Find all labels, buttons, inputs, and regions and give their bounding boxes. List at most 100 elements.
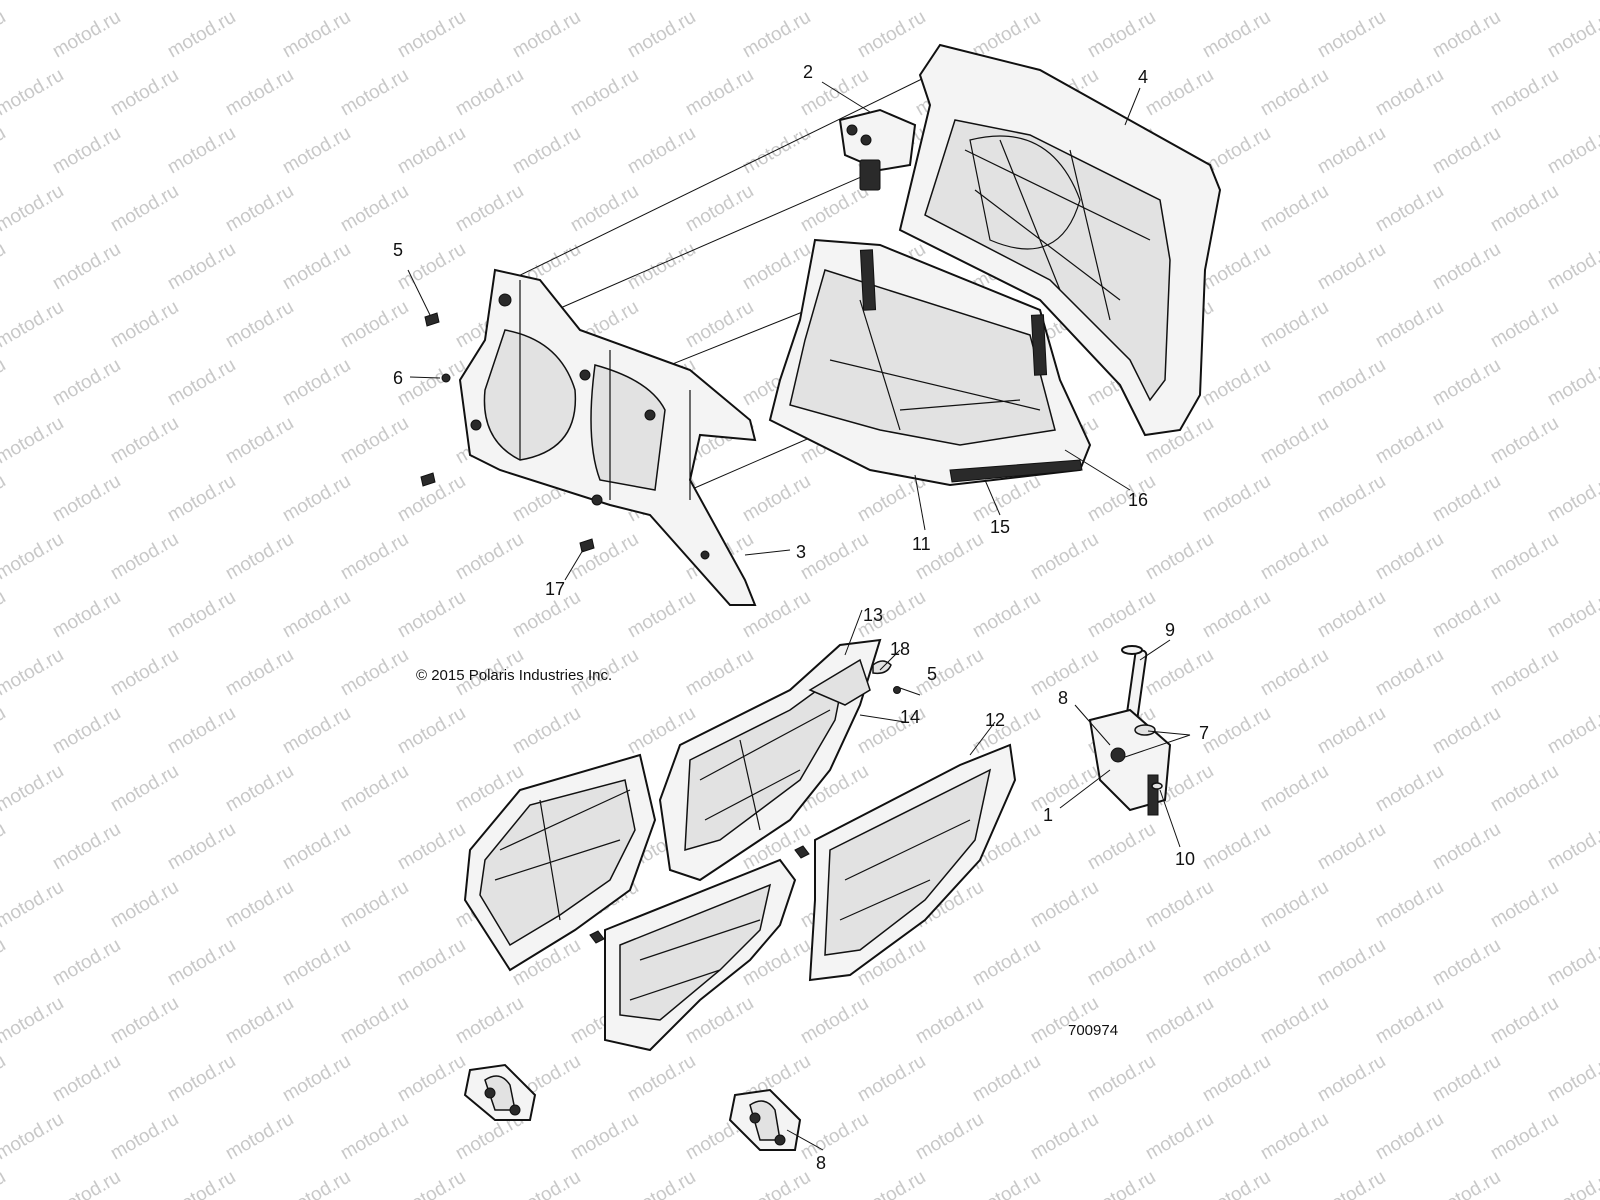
door-panel-icon xyxy=(589,743,1017,1052)
watermark-text: motod.ru xyxy=(0,645,67,701)
watermark-text: motod.ru xyxy=(1314,819,1389,875)
callout-8: 8 xyxy=(816,1153,827,1173)
door-frame-lower-icon xyxy=(768,238,1092,487)
callout-6: 6 xyxy=(393,368,404,388)
hinge-pin-icon xyxy=(1088,645,1172,816)
watermark-text: motod.ru xyxy=(1257,65,1332,121)
watermark-text: motod.ru xyxy=(1257,413,1332,469)
watermark-text: motod.ru xyxy=(624,587,699,643)
watermark-text: motod.ru xyxy=(1372,0,1447,4)
watermark-text: motod.ru xyxy=(969,7,1044,63)
watermark-text: motod.ru xyxy=(1084,819,1159,875)
watermark-text: motod.ru xyxy=(1199,355,1274,411)
watermark-text: motod.ru xyxy=(624,1051,699,1107)
callout-11: 10 xyxy=(1175,849,1196,869)
callout-7: 7 xyxy=(1199,723,1210,743)
watermark-text: motod.ru xyxy=(49,355,124,411)
watermark-text: motod.ru xyxy=(222,993,297,1049)
watermark-text: motod.ru xyxy=(1314,935,1389,991)
watermark-text: motod.ru xyxy=(107,65,182,121)
watermark-text: motod.ru xyxy=(567,1109,642,1165)
watermark-text: motod.ru xyxy=(1372,1109,1447,1165)
watermark-text: motod.ru xyxy=(1027,529,1102,585)
watermark-text: motod.ru xyxy=(0,239,9,295)
watermark-text: motod.ru xyxy=(1544,819,1600,875)
watermark-text: motod.ru xyxy=(337,413,412,469)
callout-17: 16 xyxy=(1128,490,1149,510)
watermark-text: motod.ru xyxy=(1487,413,1562,469)
watermark-text: motod.ru xyxy=(969,1167,1044,1200)
watermark-text: motod.ru xyxy=(1257,529,1332,585)
watermark-text: motod.ru xyxy=(0,761,67,817)
watermark-text: motod.ru xyxy=(222,297,297,353)
watermark-text: motod.ru xyxy=(394,7,469,63)
watermark-text: motod.ru xyxy=(49,703,124,759)
watermark-text: motod.ru xyxy=(854,1051,929,1107)
watermark-text: motod.ru xyxy=(1199,587,1274,643)
callout-leaders xyxy=(407,81,1191,1151)
watermark-text: motod.ru xyxy=(279,123,354,179)
callout-16: 15 xyxy=(990,517,1011,537)
callout-14: 13 xyxy=(863,605,884,625)
watermark-text: motod.ru xyxy=(279,703,354,759)
watermark-text: motod.ru xyxy=(337,529,412,585)
watermark-text: motod.ru xyxy=(1314,1051,1389,1107)
watermark-text: motod.ru xyxy=(1142,0,1217,4)
watermark-text: motod.ru xyxy=(0,1051,9,1107)
watermark-text: motod.ru xyxy=(567,65,642,121)
watermark-text: motod.ru xyxy=(222,181,297,237)
watermark-text: motod.ru xyxy=(1544,123,1600,179)
watermark-text: motod.ru xyxy=(1142,993,1217,1049)
watermark-text: motod.ru xyxy=(912,0,987,4)
watermark-text: motod.ru xyxy=(739,471,814,527)
watermark-text: motod.ru xyxy=(49,935,124,991)
watermark-text: motod.ru xyxy=(797,529,872,585)
watermark-text: motod.ru xyxy=(1372,65,1447,121)
watermark-text: motod.ru xyxy=(49,7,124,63)
watermark-text: motod.ru xyxy=(1257,1109,1332,1165)
watermark-text: motod.ru xyxy=(682,0,757,4)
watermark-text: motod.ru xyxy=(682,645,757,701)
watermark-text: motod.ru xyxy=(279,935,354,991)
watermark-text: motod.ru xyxy=(1372,761,1447,817)
watermark-text: motod.ru xyxy=(1199,1167,1274,1200)
watermark-text: motod.ru xyxy=(107,413,182,469)
watermark-text: motod.ru xyxy=(624,239,699,295)
watermark-text: motod.ru xyxy=(0,65,67,121)
watermark-text: motod.ru xyxy=(1199,935,1274,991)
watermark-text: motod.ru xyxy=(1487,761,1562,817)
watermark-text: motod.ru xyxy=(1429,1167,1504,1200)
watermark-text: motod.ru xyxy=(1142,1109,1217,1165)
watermark-text: motod.ru xyxy=(1487,529,1562,585)
watermark-text: motod.ru xyxy=(1429,355,1504,411)
watermark-text: motod.ru xyxy=(1372,529,1447,585)
watermark-text: motod.ru xyxy=(1487,297,1562,353)
watermark-text: motod.ru xyxy=(797,993,872,1049)
watermark-text: motod.ru xyxy=(854,1167,929,1200)
callout-5b: 5 xyxy=(927,664,938,684)
watermark-text: motod.ru xyxy=(1142,877,1217,933)
watermark-text: motod.ru xyxy=(797,0,872,4)
watermark-text: motod.ru xyxy=(1487,993,1562,1049)
watermark-text: motod.ru xyxy=(682,65,757,121)
door-assembly-icon xyxy=(463,638,892,972)
watermark-text: motod.ru xyxy=(624,123,699,179)
watermark-text: motod.ru xyxy=(164,703,239,759)
watermark-text: motod.ru xyxy=(1487,1109,1562,1165)
watermark-text: motod.ru xyxy=(0,703,9,759)
watermark-text: motod.ru xyxy=(1142,529,1217,585)
watermark-text: motod.ru xyxy=(0,993,67,1049)
watermark-text: motod.ru xyxy=(624,1167,699,1200)
watermark-text: motod.ru xyxy=(1487,877,1562,933)
watermark-text: motod.ru xyxy=(567,529,642,585)
watermark-text: motod.ru xyxy=(969,935,1044,991)
watermark-text: motod.ru xyxy=(222,761,297,817)
watermark-text: motod.ru xyxy=(1544,935,1600,991)
watermark-text: motod.ru xyxy=(279,355,354,411)
watermark-text: motod.ru xyxy=(222,1109,297,1165)
watermark-text: motod.ru xyxy=(1257,297,1332,353)
watermark-text: motod.ru xyxy=(394,587,469,643)
watermark-text: motod.ru xyxy=(0,7,9,63)
